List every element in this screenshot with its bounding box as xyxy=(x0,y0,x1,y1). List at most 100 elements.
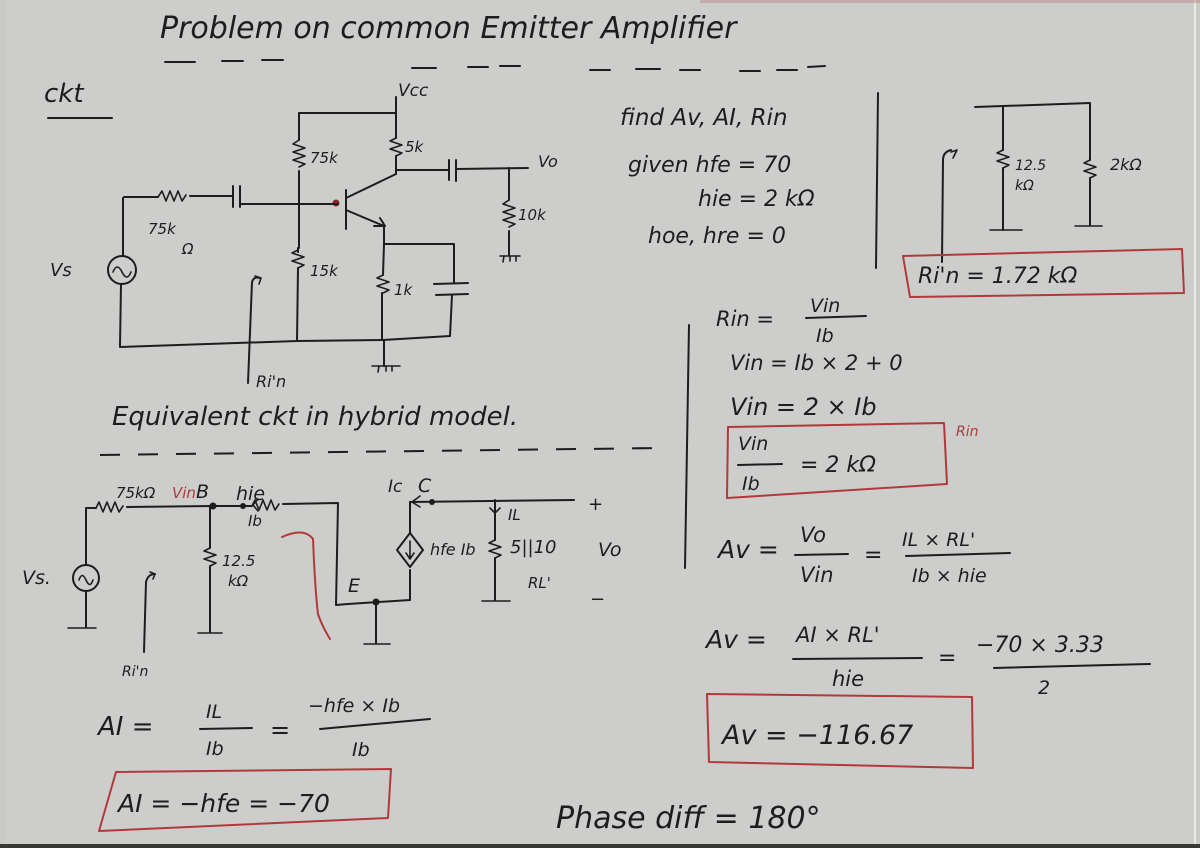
ai-eq: = xyxy=(270,716,290,744)
vcc-label: Vcc xyxy=(398,81,429,101)
dependent-current-source-icon xyxy=(396,532,424,568)
rin-result-box xyxy=(726,422,948,499)
resistor-rl-icon xyxy=(502,199,516,228)
vo-plus: + xyxy=(588,494,603,515)
node-e-label: E xyxy=(348,575,360,597)
ac-source-icon xyxy=(107,255,137,285)
av-line2-num2: −70 × 3.33 xyxy=(976,633,1104,658)
vs-label: Vs xyxy=(50,260,72,281)
r-12k5-unit: kΩ xyxy=(1015,178,1034,194)
resistor-2k-icon xyxy=(1083,159,1097,179)
ai-num2: −hfe × Ib xyxy=(308,695,400,717)
av-line1-lhs: Av = xyxy=(716,535,779,564)
rin-eq-den: Ib xyxy=(816,325,834,347)
section-ckt-heading: ckt xyxy=(44,79,113,119)
hfe-given: given hfe = 70 xyxy=(628,153,791,178)
hybrid-bias-resistor-icon xyxy=(203,547,217,567)
ic-label: Ic xyxy=(388,477,403,497)
resistor-r2-icon xyxy=(291,249,305,269)
rin-boxed-rhs: = 2 kΩ xyxy=(800,453,876,478)
resistor-12k5-icon xyxy=(996,149,1010,169)
resistor-re-icon xyxy=(376,274,390,294)
r-12k5-label: 12.5 xyxy=(1015,158,1046,174)
hybrid-equivalent-schematic: 75kΩ Vin B hie Ic C Vs. Ib 12.5 kΩ xyxy=(22,475,622,680)
hybrid-heading: Equivalent ckt in hybrid model. xyxy=(99,402,661,456)
rin-boxed-den: Ib xyxy=(742,473,760,495)
hybrid-model-heading: Equivalent ckt in hybrid model. xyxy=(112,402,518,432)
page-title: Problem on common Emitter Amplifier xyxy=(160,11,738,46)
resistor-rc-icon xyxy=(389,137,403,157)
hybrid-vo-label: Vo xyxy=(598,539,622,561)
rin-prime-parallel: 12.5 kΩ 2kΩ Ri'n = 1.72 kΩ xyxy=(902,102,1185,298)
ckt-label: ckt xyxy=(44,79,84,109)
paper-top-edge xyxy=(700,0,1200,3)
av-line1-num2: IL × RL' xyxy=(902,529,975,551)
title-block: Problem on common Emitter Amplifier xyxy=(160,11,826,72)
hie-given: hie = 2 kΩ xyxy=(698,187,815,212)
rl-label: 10k xyxy=(518,206,547,224)
paper-sheet xyxy=(6,0,1196,844)
resistor-rs-icon xyxy=(157,190,187,202)
paper-bottom-edge xyxy=(0,844,1200,848)
av-line2-lhs: Av = xyxy=(704,625,767,654)
av-line1-den: Vin xyxy=(800,563,834,587)
rin-boxed-num: Vin xyxy=(738,433,768,455)
hie-label: hie xyxy=(236,483,265,505)
ai-result: AI = −hfe = −70 xyxy=(116,789,330,818)
re-label: 1k xyxy=(394,281,414,299)
av-line1-eq: = xyxy=(864,543,882,568)
ai-den2: Ib xyxy=(352,739,370,761)
resistor-r1-icon xyxy=(292,139,306,168)
find-text: find Av, AI, Rin xyxy=(620,105,788,131)
av-line2-den: hie xyxy=(832,667,864,691)
r1-label: 75k xyxy=(310,149,339,167)
av-result: Av = −116.67 xyxy=(720,720,913,751)
r-2k-label: 2kΩ xyxy=(1110,155,1142,174)
ai-result-box xyxy=(98,768,392,832)
bias-r-unit: kΩ xyxy=(228,572,249,590)
rin-eq-num: Vin xyxy=(810,295,840,317)
current-gain-block: AI = IL Ib = −hfe × Ib Ib AI = −hfe = −7… xyxy=(96,695,431,832)
hybrid-rin-label: Ri'n xyxy=(122,664,148,680)
vin-eq-line3: Vin = 2 × Ib xyxy=(730,393,877,421)
red-annotation-arrow xyxy=(281,531,331,640)
divider-vertical-middle xyxy=(684,324,690,569)
node-c-label: C xyxy=(418,475,432,497)
av-line1-den2: Ib × hie xyxy=(912,565,987,587)
vo-label: Vo xyxy=(538,152,558,171)
phase-diff-text: Phase diff = 180° xyxy=(556,801,821,836)
ib-label: Ib xyxy=(248,512,262,530)
ai-num1: IL xyxy=(206,701,222,723)
hybrid-rs-label: 75kΩ xyxy=(116,484,156,502)
rin-eq-lhs: Rin = xyxy=(716,307,774,331)
rl-value-label: 5||10 xyxy=(510,537,557,558)
rc-label: 5k xyxy=(405,138,425,156)
hoe-hre-given: hoe, hre = 0 xyxy=(648,224,786,249)
r2-label: 15k xyxy=(310,262,339,280)
node-b-label: B xyxy=(196,481,209,503)
rin-prime-result: Ri'n = 1.72 kΩ xyxy=(918,264,1078,289)
bias-r-label: 12.5 xyxy=(222,552,255,570)
av-line2-num: AI × RL' xyxy=(794,623,880,647)
vo-minus: − xyxy=(590,589,605,610)
hybrid-ac-source-icon xyxy=(72,564,100,592)
il-label: IL xyxy=(508,506,521,524)
rin-prime-result-box xyxy=(902,248,1185,298)
hybrid-rs-resistor-icon xyxy=(95,501,124,513)
voltage-gain-block: Av = Vo Vin = IL × RL' Ib × hie Av = AI … xyxy=(704,523,1151,769)
divider-vertical-top xyxy=(875,92,879,269)
vin-node-label: Vin xyxy=(172,484,196,502)
rs-label: 75k xyxy=(148,220,177,238)
av-line1-num: Vo xyxy=(800,523,826,547)
av-line2-eq: = xyxy=(938,646,956,671)
av-line2-den2: 2 xyxy=(1038,677,1050,699)
hybrid-rl-resistor-icon xyxy=(488,539,502,559)
bypass-capacitor-icon xyxy=(433,282,469,285)
phase-block: Phase diff = 180° xyxy=(556,801,821,836)
ce-amplifier-schematic: Vcc 75k 5k Vo 10k xyxy=(50,81,558,391)
dep-source-label: hfe Ib xyxy=(430,540,476,559)
av-result-box xyxy=(706,693,974,769)
given-block: find Av, AI, Rin given hfe = 70 hie = 2 … xyxy=(620,92,879,269)
rin-annotation: Rin xyxy=(956,424,979,440)
